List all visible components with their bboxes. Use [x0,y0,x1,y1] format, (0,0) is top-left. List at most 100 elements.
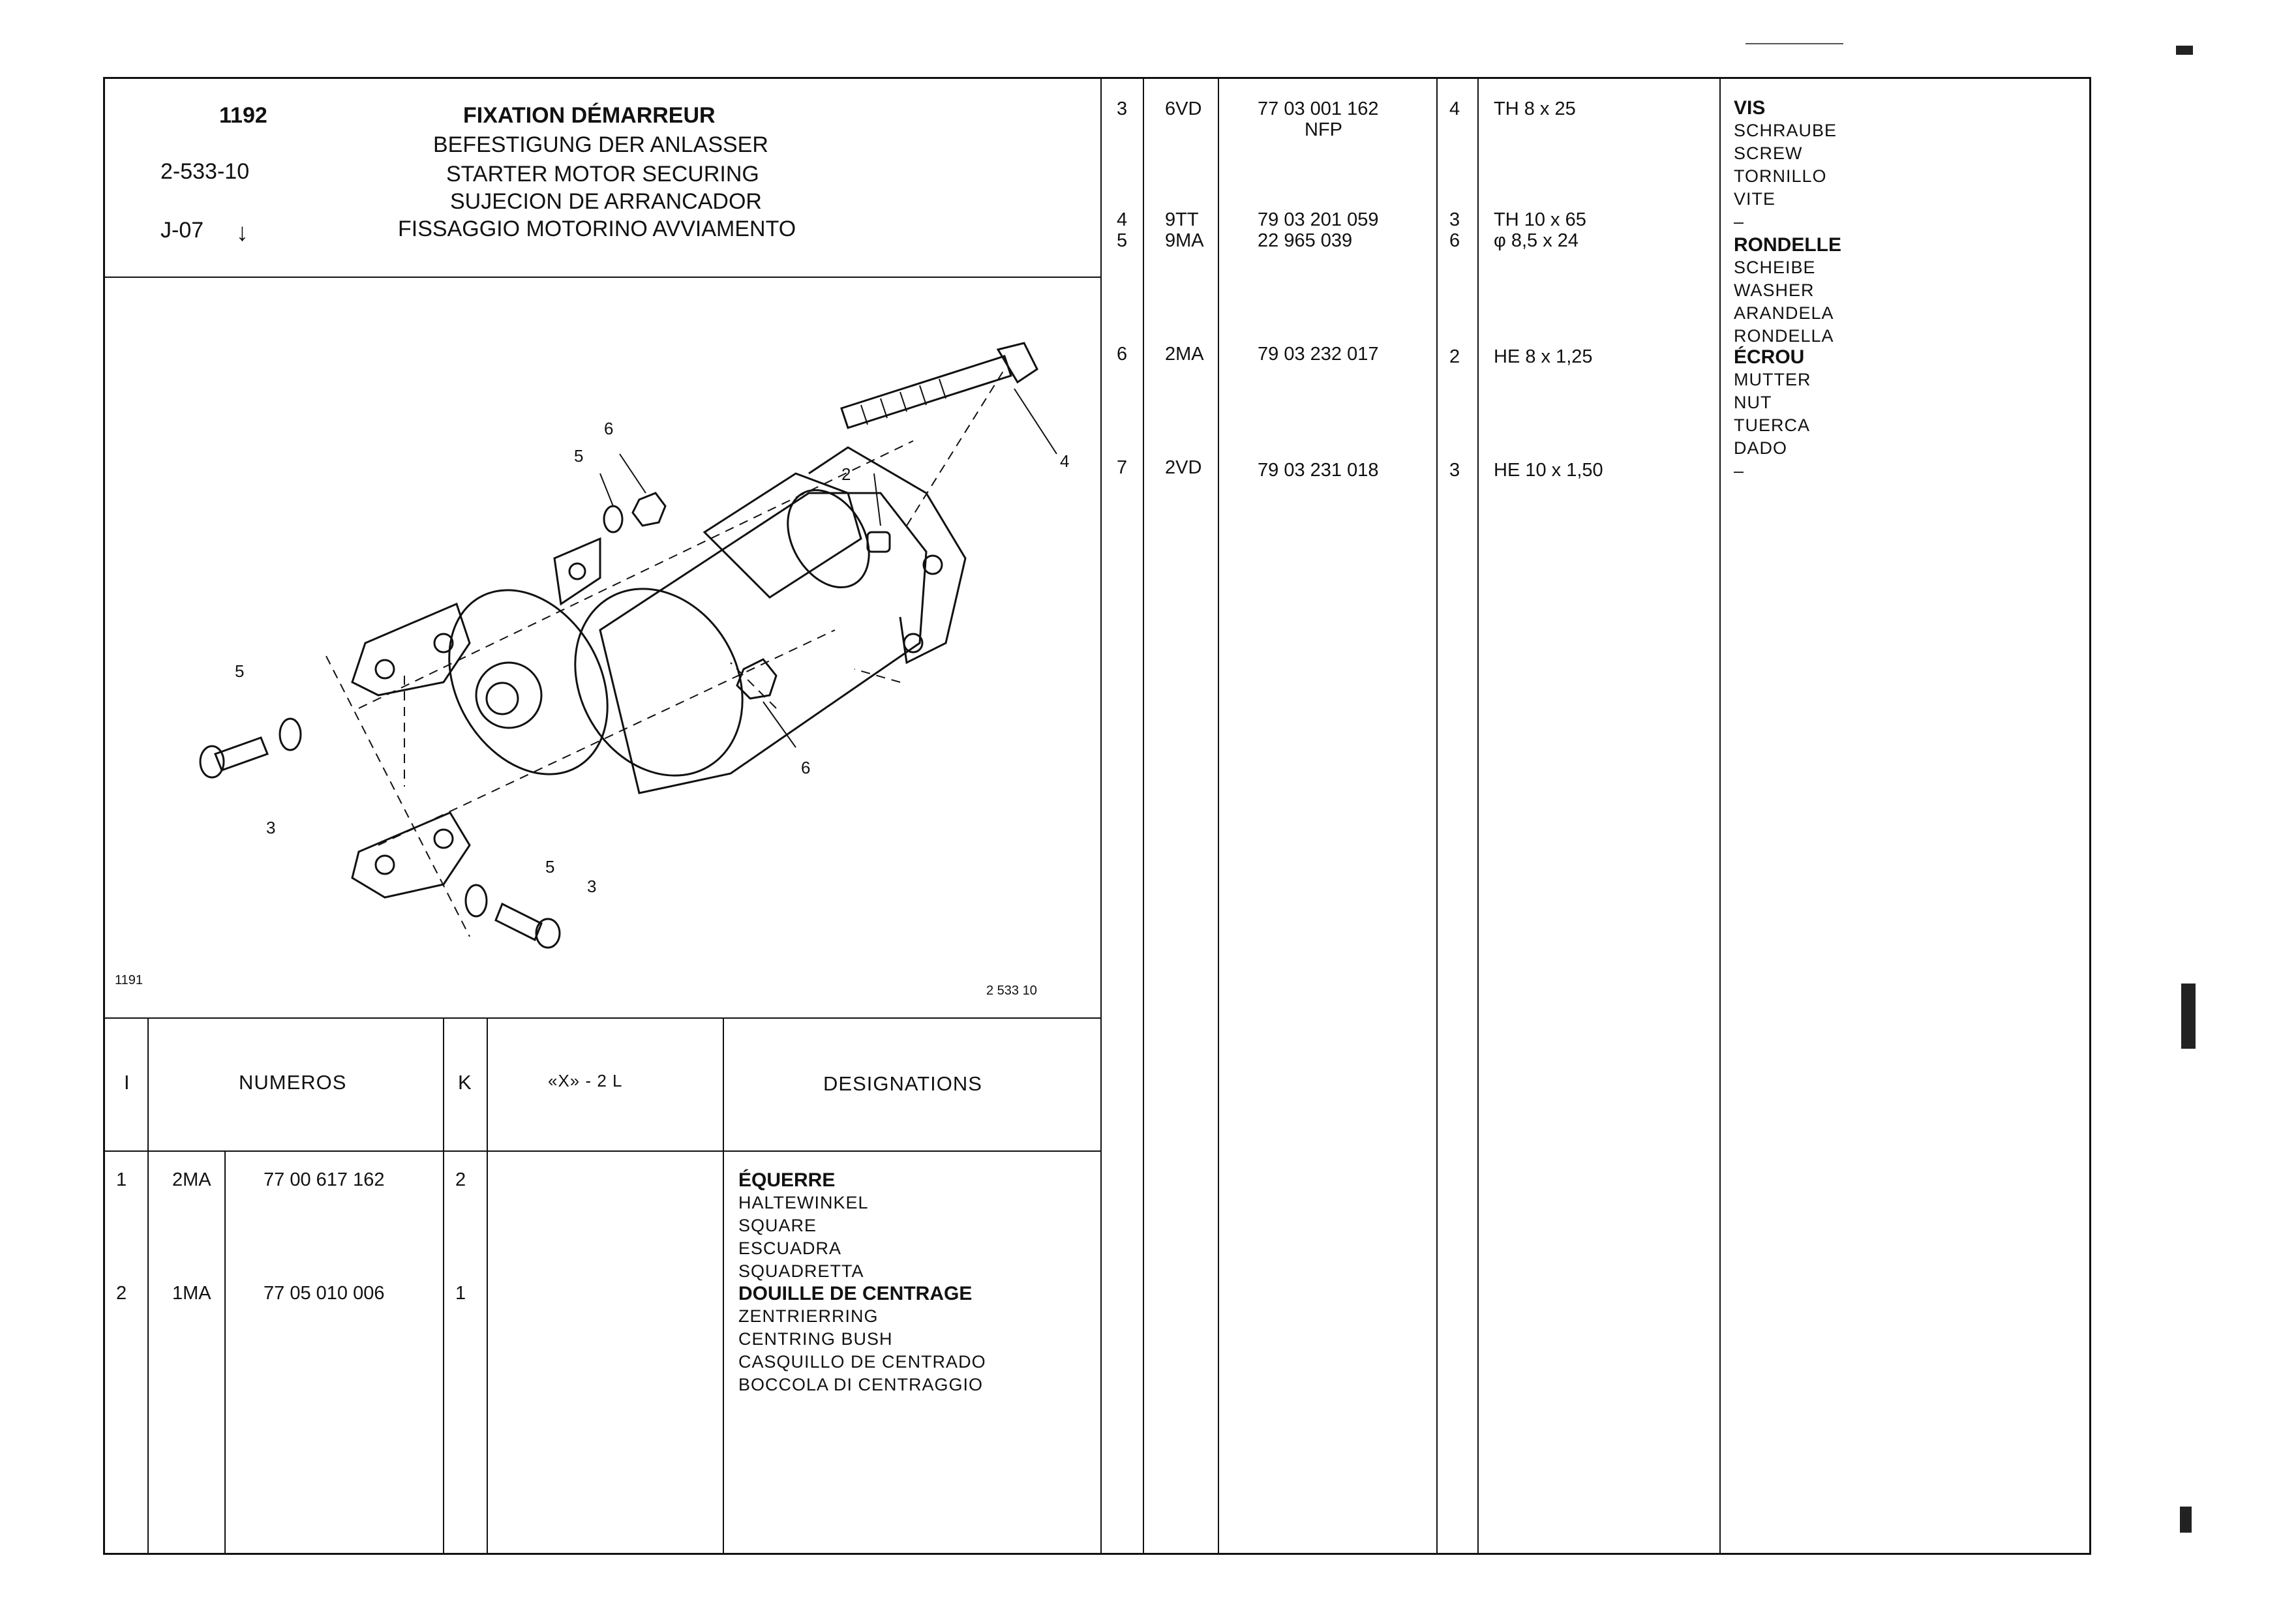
page-title: FIXATION DÉMARREUR [463,103,716,128]
designation-main: RONDELLE [1734,234,1841,256]
illustration-ref-right: 2 533 10 [986,984,1037,998]
scan-mark-top [2176,46,2193,55]
designation-main: ÉCROU [1734,346,1805,368]
designation-dash: – [1734,461,1745,481]
row-qty: 6 [1449,230,1460,251]
row-number: 22 965 039 [1258,230,1353,251]
nut-lower [736,658,778,700]
designation-de: MUTTER [1734,370,1811,389]
designation-it: DADO [1734,438,1788,458]
designation-it: VITE [1734,189,1776,209]
left-col-line-2 [224,1150,226,1555]
washer-left [279,717,302,751]
designation-dash: – [1734,212,1745,232]
row-index: 7 [1117,457,1128,478]
row-qty: 4 [1449,98,1460,119]
subtitle-en: STARTER MOTOR SECURING [446,162,759,187]
row-code: 2VD [1165,457,1202,478]
right-col-line-1 [1143,77,1144,1555]
subtitle-de: BEFESTIGUNG DER ANLASSER [433,132,768,157]
subtitle-it: FISSAGGIO MOTORINO AVVIAMENTO [398,217,796,241]
col-header-numeros: NUMEROS [239,1071,347,1094]
designation-es: ARANDELA [1734,303,1834,323]
row-index: 6 [1117,344,1128,365]
designation-es: TORNILLO [1734,166,1827,186]
bolt-long [840,355,1012,429]
row-index: 5 [1117,230,1128,251]
row-code: 2MA [172,1169,211,1190]
row-number: 77 03 001 162 [1258,98,1379,119]
callout-6-lower: 6 [801,758,810,777]
row-qty: 2 [1449,346,1460,367]
right-col-line-4 [1477,77,1479,1555]
row-qty: 1 [455,1283,466,1304]
row-designation: DOUILLE DE CENTRAGE ZENTRIERRING CENTRIN… [738,1282,986,1396]
row-index: 4 [1117,209,1128,230]
row-dimension: HE 10 x 1,50 [1494,460,1603,481]
code-primary: 2-533-10 [160,159,250,184]
designation-en: SCREW [1734,143,1803,163]
row-qty: 2 [455,1169,466,1190]
designation-main: VIS [1734,97,1766,119]
designation-es: ESCUADRA [738,1239,842,1258]
row-code: 2MA [1165,344,1204,365]
callout-2: 2 [841,464,851,484]
left-col-line-5 [723,1017,724,1555]
table-header-rule [103,1150,1102,1152]
row-code: 9TT [1165,209,1199,230]
washer-bottom [464,884,488,918]
starter-body [599,492,928,794]
scan-line-top [1745,43,1843,44]
bracket-upper [351,602,471,697]
designation-it: BOCCOLA DI CENTRAGGIO [738,1375,984,1394]
row-designation: ÉQUERRE HALTEWINKEL SQUARE ESCUADRA SQUA… [738,1169,869,1283]
left-col-line-1 [147,1017,149,1555]
callout-labels: 4 2 5 6 6 5 3 5 3 [235,419,1069,896]
row-dimension: TH 10 x 65 [1494,209,1586,230]
exploded-view-diagram: 4 2 5 6 6 5 3 5 3 [199,342,1069,949]
row-code: 9MA [1165,230,1204,251]
designation-es: TUERCA [1734,415,1811,435]
designation-screw: VIS SCHRAUBE SCREW TORNILLO VITE – [1734,97,1837,233]
code-secondary: J-07 [160,218,204,243]
designation-de: SCHEIBE [1734,258,1816,277]
row-code: 6VD [1165,98,1202,119]
scan-mark-middle [2181,984,2196,1049]
col-header-k: K [458,1071,472,1094]
illustration-ref-left: 1191 [115,973,144,987]
designation-it: SQUADRETTA [738,1261,864,1281]
row-index: 3 [1117,98,1128,119]
bracket-lower [351,811,471,899]
designation-washer: RONDELLE SCHEIBE WASHER ARANDELA RONDELL… [1734,233,1841,348]
designation-en: NUT [1734,393,1772,412]
scan-mark-bottom [2180,1507,2192,1533]
row-qty: 3 [1449,209,1460,230]
washer-upper [603,505,624,533]
designation-es: CASQUILLO DE CENTRADO [738,1352,986,1372]
row-number: 77 00 617 162 [264,1169,385,1190]
left-col-line-3 [443,1017,444,1555]
illustration-rule [103,1017,1102,1019]
callout-3-left: 3 [266,818,275,837]
row-number: 77 05 010 006 [264,1283,385,1304]
callout-4: 4 [1060,451,1069,471]
subtitle-es: SUJECION DE ARRANCADOR [450,189,762,214]
callout-5-upper: 5 [574,446,583,466]
col-header-index: I [124,1071,130,1094]
header-rule [103,277,1102,278]
callout-6-upper: 6 [604,419,613,438]
row-dimension: TH 8 x 25 [1494,98,1576,119]
designation-de: ZENTRIERRING [738,1306,879,1326]
ref-number: 1192 [219,103,267,128]
callout-5-left: 5 [235,661,244,681]
right-col-line-5 [1719,77,1721,1555]
nut-upper [631,492,667,527]
row-code: 1MA [172,1283,211,1304]
callout-5-bottom: 5 [545,857,554,877]
row-index: 1 [116,1169,127,1190]
row-number: 79 03 232 017 [1258,344,1379,365]
designation-main: ÉQUERRE [738,1169,836,1191]
col-header-x: «X» - 2 L [548,1071,623,1090]
left-col-line-4 [487,1017,488,1555]
row-qty: 3 [1449,460,1460,481]
